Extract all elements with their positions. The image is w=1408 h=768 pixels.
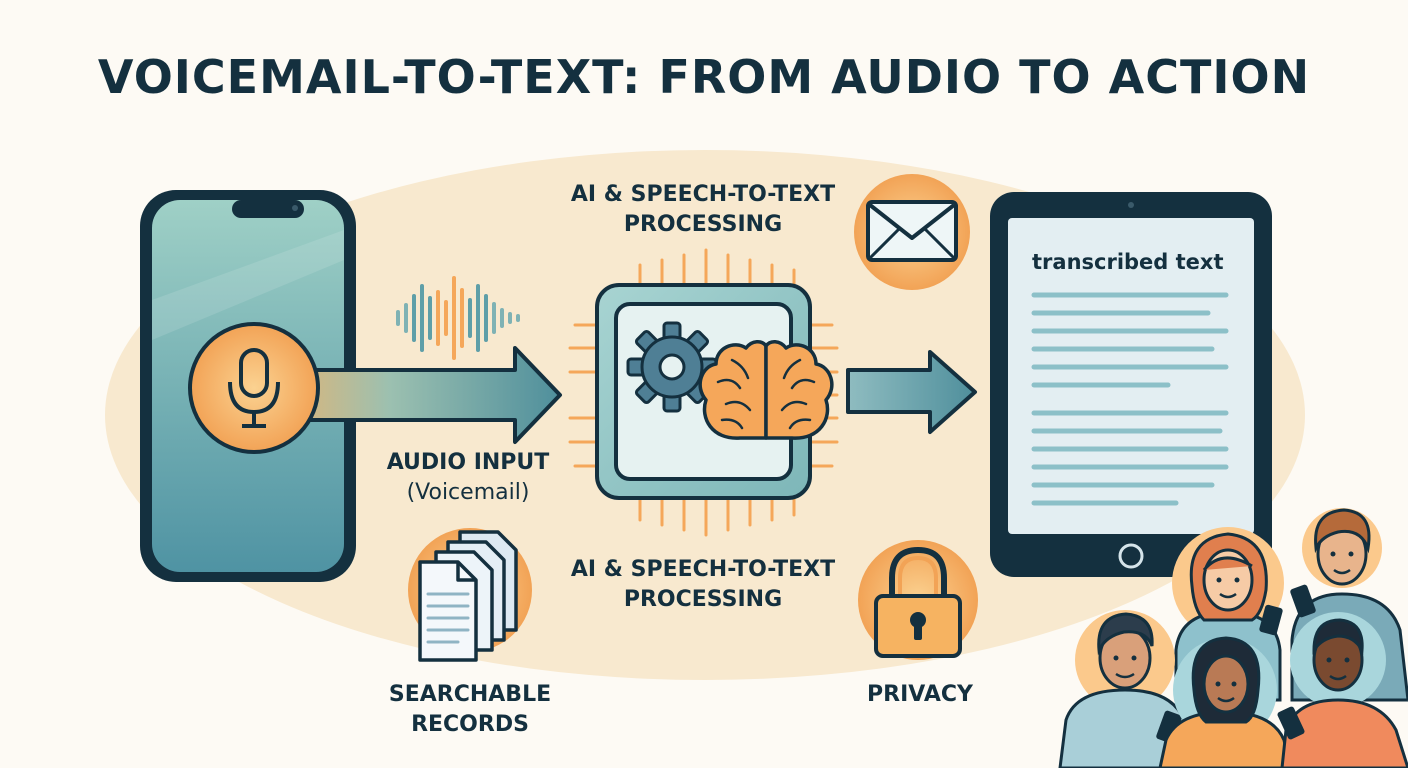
sound-wave-icon (396, 276, 520, 360)
label-searchable-line1: SEARCHABLE (388, 682, 552, 707)
microphone-icon (188, 322, 320, 454)
label-searchable-line2: RECORDS (411, 712, 529, 737)
label-processing-top: AI & SPEECH-TO-TEXT PROCESSING (548, 180, 858, 240)
tablet-heading: transcribed text (1032, 250, 1224, 274)
documents-icon (408, 528, 532, 662)
label-processing-bottom-line1: AI & SPEECH-TO-TEXT (570, 557, 836, 582)
envelope-icon (854, 174, 970, 290)
label-audio-input: AUDIO INPUT (Voicemail) (368, 448, 568, 508)
label-processing-bottom-line2: PROCESSING (623, 587, 783, 612)
brain-icon (698, 340, 834, 440)
label-processing-top-line2: PROCESSING (623, 212, 783, 237)
people-group (1058, 508, 1408, 768)
person-man-front-left (1058, 610, 1194, 768)
padlock-icon (858, 540, 978, 660)
page-title: VOICEMAIL-TO-TEXT: FROM AUDIO TO ACTION (97, 50, 1311, 104)
person-man-front-right (1277, 612, 1408, 768)
person-woman-front-center (1158, 636, 1292, 768)
transcript-lines (1031, 292, 1229, 506)
label-processing-bottom: AI & SPEECH-TO-TEXT PROCESSING (548, 555, 858, 615)
label-privacy: PRIVACY (867, 682, 973, 707)
label-processing-top-line1: AI & SPEECH-TO-TEXT (570, 182, 836, 207)
gear-icon (626, 321, 718, 413)
label-searchable-records: SEARCHABLE RECORDS (360, 680, 580, 740)
label-audio-input-sub: (Voicemail) (406, 480, 530, 505)
label-audio-input-title: AUDIO INPUT (386, 450, 550, 475)
arrow-processing-to-text (846, 350, 977, 434)
